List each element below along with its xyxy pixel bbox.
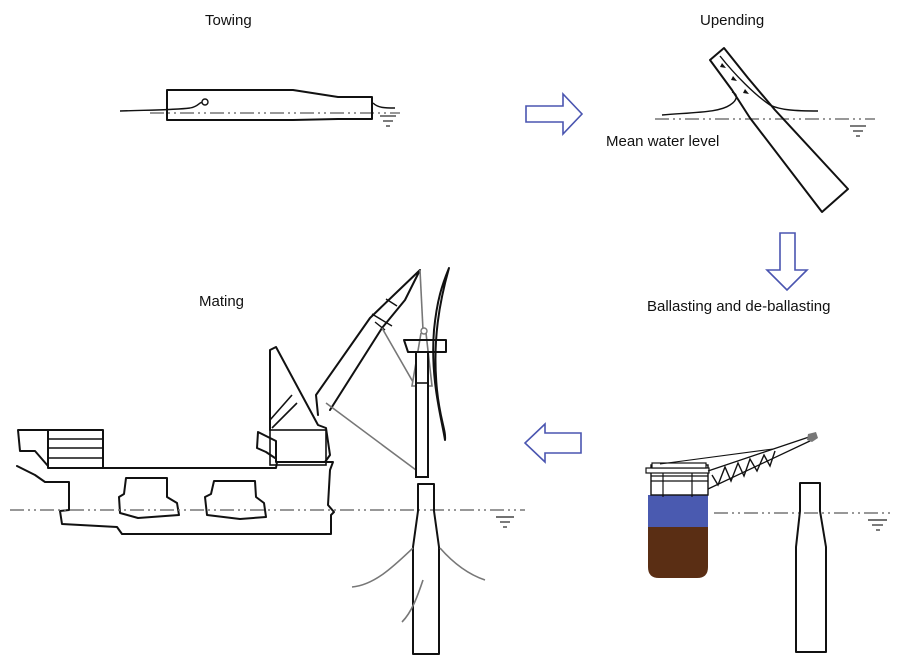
towing-scene [119,89,400,127]
spar-hull-vertical [795,482,827,653]
cable-marker [731,76,737,81]
mooring-line-left [351,547,414,588]
ballast-solid-compartment [648,527,708,578]
pontoon-window-1 [118,477,180,519]
water-level-icon [496,516,514,528]
lattice-crane-boom [659,432,818,490]
hoist-wire [419,269,424,331]
mooring-line-aft [401,579,424,623]
cable-marker [743,89,749,94]
block-arrow-icon-down [765,232,809,292]
block-arrow-icon-right [525,91,584,137]
stage-label-upending: Upending [700,12,765,29]
rotor-blade [432,267,450,441]
stage-label-mating: Mating [199,293,245,310]
spar-hull-tilted [709,47,849,213]
mating-scene [10,267,525,655]
tow-point [201,98,209,106]
vessel-hull [16,461,335,535]
mooring-line-right [439,547,486,581]
crane-pedestal-back [256,431,277,463]
turbine-tower [415,351,429,478]
ballasting-scene [645,432,893,653]
mean-water-level-label: Mean water level [606,133,720,150]
a-frame [269,346,331,463]
water-level-icon [380,115,396,127]
stage-label-towing: Towing [205,12,252,29]
pontoon-window-2 [204,480,267,520]
block-arrow-icon-left [523,422,582,464]
water-level-icon [868,519,887,531]
crane-vessel-superstructure [645,462,710,497]
water-level-icon [850,125,866,137]
crane-house [269,429,327,466]
deck-house [47,429,104,469]
cable-marker [720,63,726,68]
ballast-water-compartment [648,495,708,527]
crane-boom [315,269,421,416]
upending-scene [655,47,875,213]
vessel-bow-deck [17,429,49,467]
tow-line-aft [372,102,396,109]
stage-label-ballasting: Ballasting and de-ballasting [647,298,831,315]
wave-left [661,91,737,116]
guy-wire-upper [381,327,414,383]
spar-hull-horizontal [166,89,373,121]
crane-hook-block [807,432,818,442]
pull-cable [719,55,819,112]
spar-hull-mating [412,483,440,655]
guy-wire-lower [325,402,417,471]
tow-line [119,101,205,112]
nacelle [403,339,447,353]
hook-icon [420,327,428,335]
